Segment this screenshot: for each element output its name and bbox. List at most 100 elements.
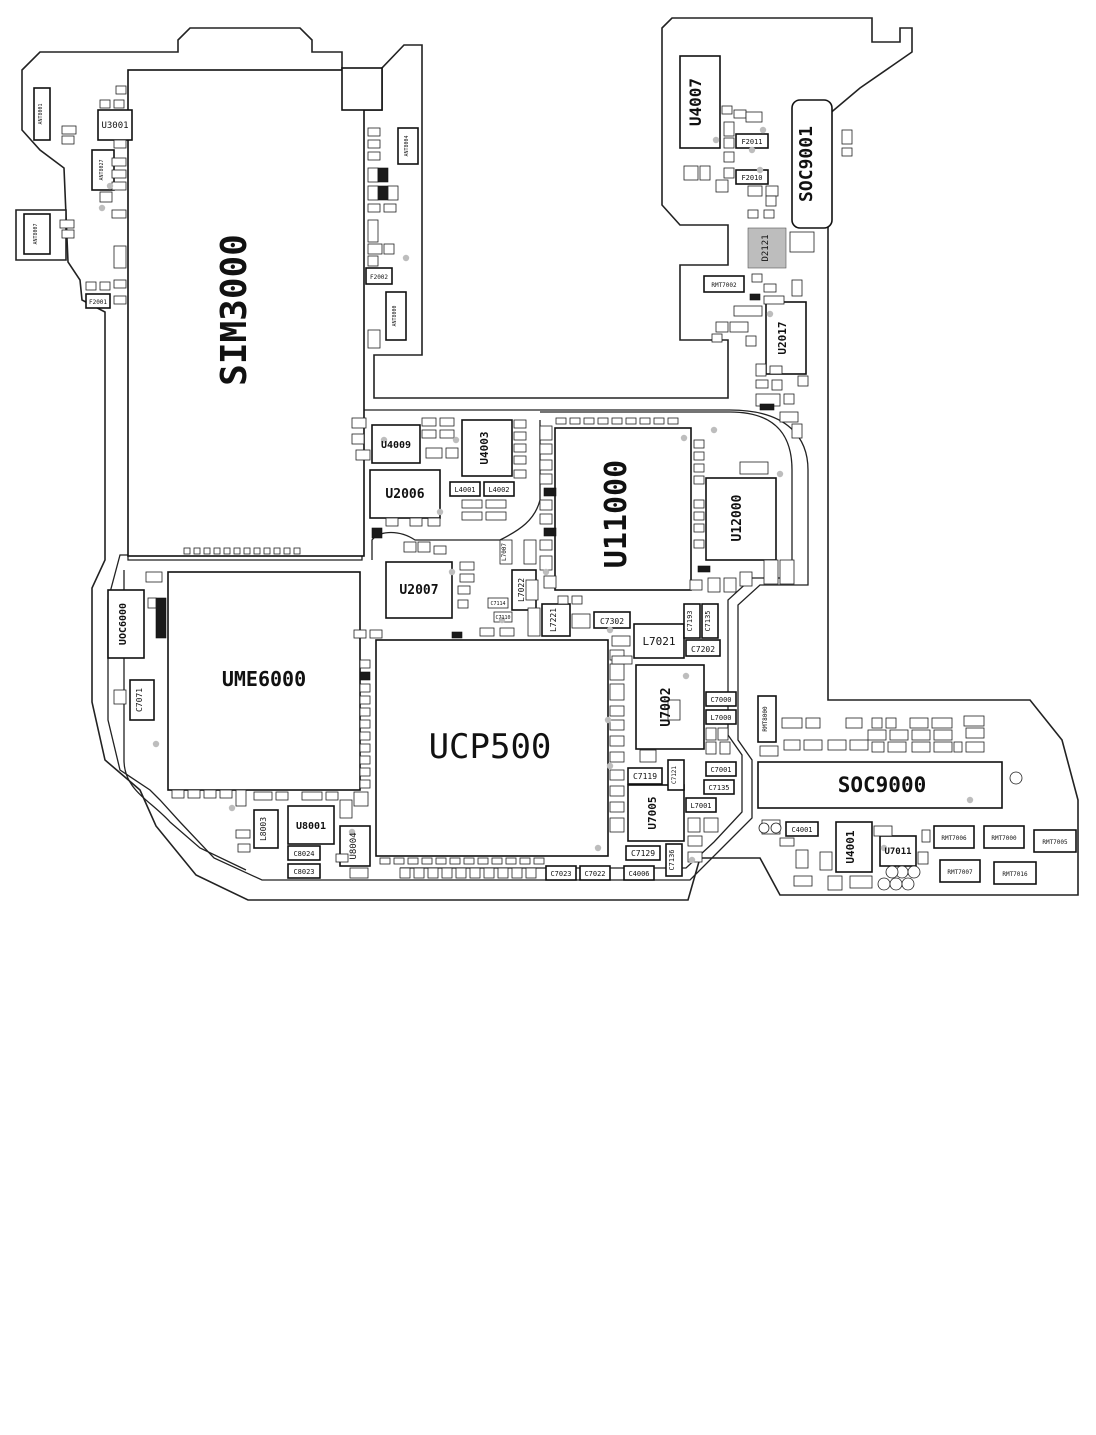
designators-small: L7021 L7022 L7221 L7007 L7001 L7000 L400… xyxy=(33,103,1068,878)
label-ant8007: ANT8007 xyxy=(33,223,39,244)
label-rmt7007: RMT7007 xyxy=(947,869,973,876)
label-l4001: L4001 xyxy=(454,486,475,494)
part-l4002 xyxy=(483,481,515,497)
label-c7136: C7136 xyxy=(668,849,676,870)
label-u4001: U4001 xyxy=(844,830,857,863)
part-f2001 xyxy=(85,293,111,309)
label-c7121: C7121 xyxy=(671,766,678,784)
label-u3001: U3001 xyxy=(101,121,128,131)
pcb-component-layout: SIM3000 U11000 UCP500 UME6000 SOC9000 SO… xyxy=(15,17,1079,901)
label-c7022: C7022 xyxy=(584,870,605,878)
part-c8024 xyxy=(287,845,321,861)
chip-u7011 xyxy=(879,835,917,867)
label-u2006: U2006 xyxy=(385,487,424,502)
chip-ume6000 xyxy=(167,571,361,791)
chip-sim3000 xyxy=(127,69,365,557)
part-c7135a xyxy=(701,603,719,639)
chip-u7005 xyxy=(627,784,685,842)
label-c4001: C4001 xyxy=(791,826,812,834)
part-l8003 xyxy=(253,809,279,849)
part-l7021 xyxy=(633,623,685,659)
chip-u2006 xyxy=(369,469,441,519)
part-ant8000 xyxy=(385,291,407,341)
chip-soc9001 xyxy=(791,99,833,229)
chip-u12000 xyxy=(705,477,777,561)
label-c4006: C4006 xyxy=(628,870,649,878)
part-ant8001 xyxy=(33,87,51,141)
designators-large: SIM3000 U11000 UCP500 UME6000 SOC9000 SO… xyxy=(101,78,926,864)
chip-u8001 xyxy=(287,805,335,845)
label-u8001: U8001 xyxy=(296,821,326,832)
label-c7135b: C7135 xyxy=(708,784,729,792)
label-u2017: U2017 xyxy=(776,321,789,354)
label-rmt8000: RMT8000 xyxy=(762,706,769,732)
label-u12000: U12000 xyxy=(730,494,745,541)
part-c7129 xyxy=(625,845,661,861)
label-c7193: C7193 xyxy=(686,610,694,631)
label-l7000: L7000 xyxy=(710,714,731,722)
part-rmt7000 xyxy=(983,825,1025,849)
chip-uoc6000 xyxy=(107,589,145,659)
inner-trace-cpu xyxy=(400,411,793,869)
smd-clusters xyxy=(59,85,1023,891)
part-ant8004 xyxy=(397,127,419,165)
label-f2010: F2010 xyxy=(741,174,762,182)
part-rmt7016 xyxy=(993,861,1037,885)
part-c8023 xyxy=(287,863,321,879)
part-c7023 xyxy=(545,865,577,881)
part-f2002 xyxy=(365,267,393,285)
label-u11000: U11000 xyxy=(599,460,634,568)
chip-u4001 xyxy=(835,821,873,873)
part-c7071 xyxy=(129,679,155,721)
label-c7119: C7119 xyxy=(633,772,657,781)
part-l7221 xyxy=(541,603,571,637)
label-f2011: F2011 xyxy=(741,138,762,146)
label-u2007: U2007 xyxy=(399,583,438,598)
label-rmt7000: RMT7000 xyxy=(991,835,1017,842)
label-l7221: L7221 xyxy=(549,608,558,632)
label-soc9001: SOC9001 xyxy=(796,126,817,202)
label-l4002: L4002 xyxy=(488,486,509,494)
label-ant8000: ANT8000 xyxy=(392,305,398,326)
label-uoc6000: UOC6000 xyxy=(118,603,129,645)
label-u4007: U4007 xyxy=(686,78,705,126)
label-ucp500: UCP500 xyxy=(429,727,552,767)
label-c8023: C8023 xyxy=(293,868,314,876)
part-c7001 xyxy=(705,761,737,777)
chip-u11000 xyxy=(554,427,692,591)
label-c7129: C7129 xyxy=(631,849,655,858)
part-f2010 xyxy=(735,169,769,185)
label-l8003: L8003 xyxy=(259,817,268,841)
part-c7000 xyxy=(705,691,737,707)
part-c4006 xyxy=(623,865,655,881)
label-ume6000: UME6000 xyxy=(222,667,306,691)
label-u4009: U4009 xyxy=(381,440,411,451)
chip-u4003 xyxy=(461,419,513,477)
label-ant8001: ANT8001 xyxy=(38,103,44,124)
chip-soc9000 xyxy=(757,761,1003,809)
label-rmt7005: RMT7005 xyxy=(1042,839,1068,846)
chip-u4009 xyxy=(371,424,421,464)
label-ant8027: ANT8027 xyxy=(99,159,105,180)
chip-sim3000-notch xyxy=(341,67,383,111)
label-sim3000: SIM3000 xyxy=(214,234,255,386)
label-f2002: F2002 xyxy=(370,274,388,281)
label-c7000: C7000 xyxy=(710,696,731,704)
label-d2121: D2121 xyxy=(761,234,771,261)
label-rmt7006: RMT7006 xyxy=(941,835,967,842)
label-rmt7002: RMT7002 xyxy=(711,282,737,289)
label-c7071: C7071 xyxy=(135,688,144,712)
label-rmt7016: RMT7016 xyxy=(1002,871,1028,878)
label-ant8004: ANT8004 xyxy=(404,135,410,156)
label-c7023: C7023 xyxy=(550,870,571,878)
label-l7022: L7022 xyxy=(517,578,526,602)
label-u7005: U7005 xyxy=(646,796,659,829)
part-c7135b xyxy=(703,779,735,795)
chip-u4007 xyxy=(679,55,721,149)
label-c7114: C7114 xyxy=(490,601,505,607)
chip-ucp500 xyxy=(375,639,609,857)
label-c7302: C7302 xyxy=(600,617,624,626)
part-l4001 xyxy=(449,481,481,497)
part-c7193 xyxy=(683,603,701,639)
chip-d2121 xyxy=(747,227,787,269)
